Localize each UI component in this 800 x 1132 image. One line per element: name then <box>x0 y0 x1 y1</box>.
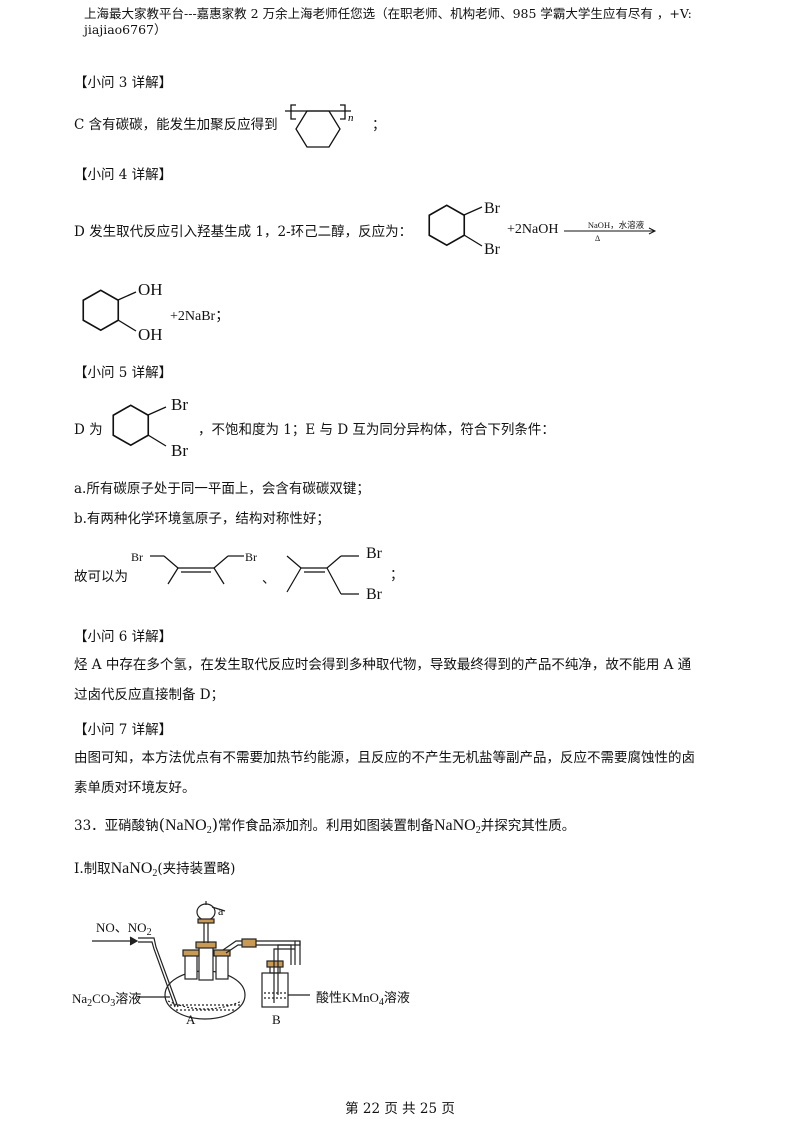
q4-br-bottom: Br <box>484 241 500 258</box>
left-sol-mid: CO <box>92 991 111 1006</box>
q7-line-1: 由图可知，本方法优点有不需要加热节约能源，且反应的不产生无机盐等副产品，反应不需… <box>74 750 695 766</box>
q6-line-1: 烃 A 中存在多个氢，在发生取代反应时会得到多种取代物，导致最终得到的产品不纯净… <box>74 657 692 673</box>
q4-reagent: +2NaOH <box>507 222 559 237</box>
page-header: 上海最大家教平台---嘉惠家教 2 万余上海老师任您选（在职老师、机构老师、98… <box>84 6 724 38</box>
q4-condition-bottom: Δ <box>595 234 601 243</box>
header-line-2: jiajiao6767） <box>84 22 167 37</box>
q6-title: 【小问 6 详解】 <box>74 629 173 645</box>
q5-title: 【小问 5 详解】 <box>74 365 173 381</box>
apparatus-diagram <box>92 901 310 1020</box>
part1-pre: I.制取 <box>74 861 111 877</box>
right-sol-post: 溶液 <box>383 990 410 1005</box>
q4-condition-top: NaOH，水溶液 <box>587 220 645 230</box>
left-solution-label: Na2CO3溶液 <box>72 988 141 1009</box>
gas-label-sub: 2 <box>146 927 152 938</box>
gas-label: NO、NO2 <box>96 917 152 938</box>
q3-title: 【小问 3 详解】 <box>74 75 173 91</box>
q33-post: 并探究其性质。 <box>480 818 576 834</box>
q4-oh-top: OH <box>138 280 163 299</box>
q5-br-top: Br <box>171 395 188 414</box>
q33-formula-2: NaNO <box>433 817 476 834</box>
q5-end: ； <box>390 567 404 583</box>
q3-text: C 含有碳碳，能发生加聚反应得到 <box>74 117 278 133</box>
q5-text: ，不饱和度为 1；E 与 D 互为同分异构体，符合下列条件： <box>198 422 555 438</box>
left-sol-post: 溶液 <box>115 991 142 1006</box>
right-sol-sub: 4 <box>378 997 384 1008</box>
q33-paren-close: ) <box>211 815 218 834</box>
left-sol-sub1: 2 <box>87 998 93 1009</box>
q5-d-is: D 为 <box>74 422 103 438</box>
q5-br-bottom: Br <box>171 441 188 460</box>
polymer-n-label: n <box>348 112 354 124</box>
part1-post: (夹持装置略) <box>157 861 236 877</box>
q33-formula: NaNO <box>164 817 207 834</box>
gas-label-main: NO、NO <box>96 920 147 935</box>
q5-condition-a: a.所有碳原子处于同一平面上，会含有碳碳双键； <box>74 481 370 497</box>
q4-title: 【小问 4 详解】 <box>74 167 173 183</box>
q33-formula-2-sub: 2 <box>475 825 481 836</box>
dibromocyclohexane-structure <box>428 204 483 247</box>
q33-formula-sub: 2 <box>206 825 212 836</box>
part1-formula: NaNO <box>110 860 153 877</box>
isomer-structure-2 <box>286 555 359 595</box>
right-solution-label: 酸性KMnO4溶液 <box>316 987 410 1008</box>
s1-br-right: Br <box>245 550 257 564</box>
left-sol-sub2: 3 <box>110 998 116 1009</box>
s2-br-bottom: Br <box>366 586 382 603</box>
funnel-label: a <box>218 904 224 918</box>
q33-mid: 常作食品添加剂。利用如图装置制备 <box>217 818 434 834</box>
header-line-1: 上海最大家教平台---嘉惠家教 2 万余上海老师任您选（在职老师、机构老师、98… <box>84 6 692 21</box>
q4-oh-bottom: OH <box>138 325 163 344</box>
s1-br-left: Br <box>131 550 143 564</box>
q6-line-2: 过卤代反应直接制备 D； <box>74 687 225 703</box>
part1-text: I.制取NaNO2(夹持装置略) <box>74 860 235 883</box>
q5-can-be: 故可以为 <box>74 569 128 585</box>
label-a: A <box>186 1012 196 1027</box>
left-sol-pre: Na <box>72 991 88 1006</box>
q7-line-2: 素单质对环境友好。 <box>74 780 196 796</box>
s2-br-top: Br <box>366 545 382 562</box>
q4-product: +2NaBr； <box>170 309 230 324</box>
d-dibromocyclohexane-structure <box>112 404 167 447</box>
q7-title: 【小问 7 详解】 <box>74 722 173 738</box>
part1-formula-sub: 2 <box>152 868 158 879</box>
q4-text: D 发生取代反应引入羟基生成 1，2-环己二醇，反应为： <box>74 224 413 240</box>
q33-text: 33．亚硝酸钠(NaNO2)常作食品添加剂。利用如图装置制备NaNO2并探究其性… <box>74 816 575 840</box>
reaction-arrow <box>564 227 657 235</box>
q33-pre: 33．亚硝酸钠 <box>74 818 159 834</box>
label-b: B <box>272 1012 281 1027</box>
q4-br-top: Br <box>484 200 500 217</box>
page-footer: 第 22 页 共 25 页 <box>345 1101 455 1117</box>
q5-condition-b: b.有两种化学环境氢原子，结构对称性好； <box>74 511 330 527</box>
q33-paren-open: ( <box>158 815 165 834</box>
cyclohexanediol-structure <box>82 289 137 332</box>
q3-end: ； <box>372 117 386 133</box>
polymer-cyclohexane-structure: n <box>285 104 354 148</box>
isomer-structure-1 <box>150 555 244 585</box>
q5-separator: 、 <box>262 571 276 587</box>
right-sol-pre: 酸性KMnO <box>316 990 379 1005</box>
